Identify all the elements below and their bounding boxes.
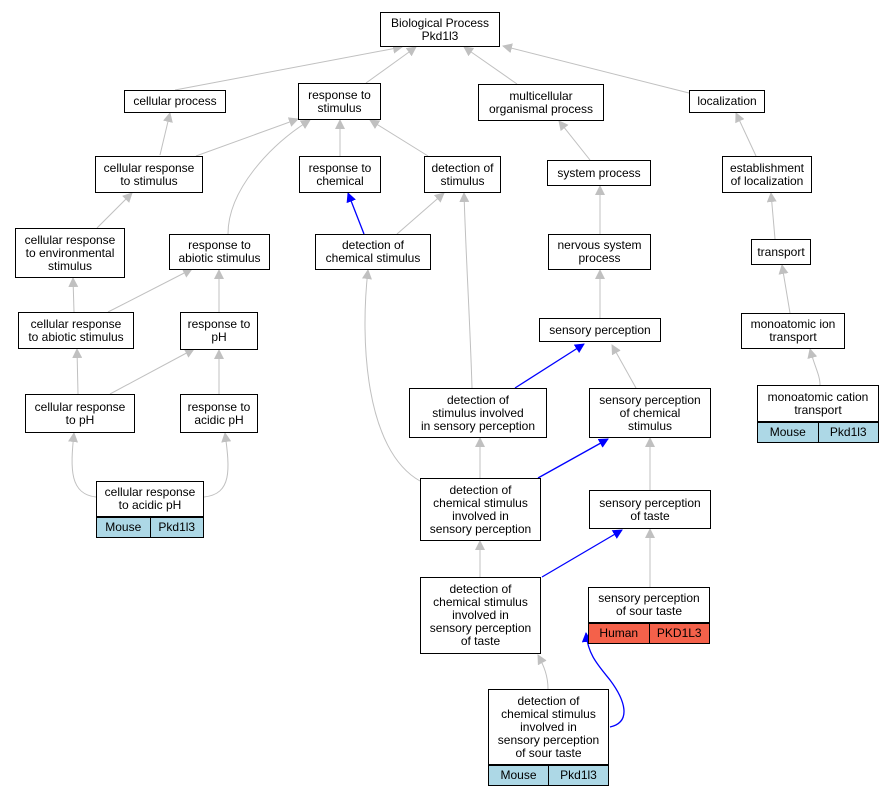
gene-cell: PKD1L3: [648, 623, 709, 643]
node-localization[interactable]: localization: [689, 90, 765, 113]
edge-monoatomic-cation-to-monoatomic-ion: [807, 348, 821, 386]
node-sensory-perception-of-sour-taste[interactable]: sensory perception of sour taste: [588, 587, 710, 623]
node-biological-process-root[interactable]: Biological Process Pkd1l3: [380, 12, 500, 47]
edge-localization-to-root: [502, 43, 690, 94]
annotation-sensory-perception-of-sour-taste: Human PKD1L3: [588, 623, 710, 644]
edge-cellular-response-to-stimulus-to-response-to-stimulus: [195, 117, 299, 157]
edge-detection-chem-sensory-to-sensory-chemical: [537, 438, 609, 479]
node-detection-of-chemical-stimulus-involved-in-sensory-perception[interactable]: detection of chemical stimulus involved …: [420, 478, 541, 541]
edge-sensory-chemical-to-sensory-perception: [611, 344, 637, 389]
node-sensory-perception[interactable]: sensory perception: [539, 318, 661, 342]
node-cellular-response-to-environmental-stimulus[interactable]: cellular response to environmental stimu…: [15, 228, 125, 278]
node-response-to-abiotic-stimulus[interactable]: response to abiotic stimulus: [169, 234, 270, 270]
edge-transport-to-establishment: [766, 192, 777, 240]
species-cell: Mouse: [97, 517, 150, 537]
edge-monoatomic-ion-to-transport: [778, 264, 791, 314]
annotation-cellular-response-to-acidic-ph: Mouse Pkd1l3: [96, 517, 204, 538]
node-cellular-response-to-ph[interactable]: cellular response to pH: [25, 394, 135, 433]
node-response-to-acidic-ph[interactable]: response to acidic pH: [180, 394, 258, 433]
edge-multicellular-to-root: [463, 46, 518, 85]
edge-cellular-response-environmental-to-cellular-response-stimulus: [96, 192, 133, 229]
node-detection-of-stimulus-involved-in-sensory-perception[interactable]: detection of stimulus involved in sensor…: [409, 388, 547, 438]
node-detection-of-chemical-stimulus-involved-in-sensory-perception-of-taste[interactable]: detection of chemical stimulus involved …: [420, 577, 541, 654]
edge-detection-sour-to-sour-taste: [581, 632, 625, 728]
node-cellular-response-to-stimulus[interactable]: cellular response to stimulus: [95, 156, 203, 193]
node-transport[interactable]: transport: [751, 239, 811, 265]
gene-cell: Pkd1l3: [149, 517, 203, 537]
gene-cell: Pkd1l3: [817, 422, 878, 442]
edge-detection-chem-sensory-to-detection-chemical: [362, 269, 421, 482]
edge-detection-chemical-to-detection-stimulus: [396, 192, 445, 235]
node-cellular-response-to-acidic-ph[interactable]: cellular response to acidic pH: [96, 481, 204, 517]
node-response-to-stimulus[interactable]: response to stimulus: [298, 83, 381, 120]
edge-response-to-stimulus-to-root: [365, 46, 417, 84]
node-multicellular-organismal-process[interactable]: multicellular organismal process: [478, 84, 604, 121]
edge-cellular-response-acidic-to-response-acidic: [203, 432, 232, 498]
annotation-monoatomic-cation-transport: Mouse Pkd1l3: [757, 422, 879, 443]
species-cell: Mouse: [758, 422, 818, 442]
node-detection-of-chemical-stimulus[interactable]: detection of chemical stimulus: [315, 234, 431, 270]
edge-detection-of-stimulus-to-response-to-stimulus: [369, 119, 429, 157]
node-cellular-response-to-abiotic-stimulus[interactable]: cellular response to abiotic stimulus: [18, 312, 134, 349]
node-cellular-process[interactable]: cellular process: [124, 90, 226, 113]
node-system-process[interactable]: system process: [547, 160, 651, 186]
species-cell: Human: [589, 623, 649, 643]
annotation-detection-sour-taste: Mouse Pkd1l3: [488, 765, 609, 786]
node-detection-of-chemical-stimulus-involved-in-sensory-perception-of-sour-taste[interactable]: detection of chemical stimulus involved …: [488, 689, 609, 765]
edge-detection-stimulus-sensory-to-detection-stimulus: [459, 192, 473, 389]
edge-detection-chem-taste-to-taste: [541, 529, 623, 578]
node-response-to-chemical[interactable]: response to chemical: [299, 156, 381, 193]
node-detection-of-stimulus[interactable]: detection of stimulus: [424, 156, 501, 193]
edge-cellular-process-to-root: [174, 43, 403, 91]
edge-cellular-response-to-stimulus-to-cellular-process: [159, 112, 173, 156]
edge-detection-sour-to-detection-chem-taste: [537, 654, 549, 690]
edge-cellular-response-ph-to-response-ph: [109, 348, 195, 395]
node-sensory-perception-of-chemical-stimulus[interactable]: sensory perception of chemical stimulus: [589, 388, 711, 438]
edge-cellular-response-abiotic-to-environmental: [68, 277, 79, 313]
edge-establishment-to-localization: [735, 112, 757, 157]
edge-response-to-abiotic-to-response-to-stimulus: [227, 119, 311, 235]
edge-cellular-response-ph-to-cellular-response-abiotic: [72, 348, 83, 395]
node-monoatomic-ion-transport[interactable]: monoatomic ion transport: [741, 313, 845, 349]
gene-cell: Pkd1l3: [548, 765, 608, 785]
node-nervous-system-process[interactable]: nervous system process: [548, 234, 651, 270]
edge-detection-chemical-to-response-chemical: [346, 192, 365, 235]
edge-system-process-to-multicellular: [558, 120, 591, 161]
edge-detection-stimulus-sensory-to-sensory-perception: [514, 343, 585, 389]
node-monoatomic-cation-transport[interactable]: monoatomic cation transport: [757, 385, 879, 422]
node-establishment-of-localization[interactable]: establishment of localization: [722, 156, 812, 193]
node-sensory-perception-of-taste[interactable]: sensory perception of taste: [589, 490, 711, 529]
species-cell: Mouse: [489, 765, 548, 785]
edge-cellular-response-abiotic-to-response-abiotic: [107, 268, 193, 313]
node-response-to-ph[interactable]: response to pH: [180, 312, 258, 350]
edge-cellular-response-acidic-to-cellular-response-ph: [68, 432, 97, 498]
